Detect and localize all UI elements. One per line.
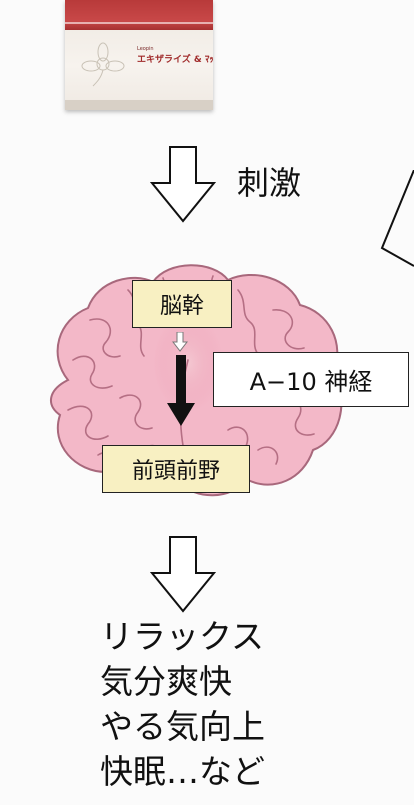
effect-item: 快眠…など [100,752,265,791]
down-arrow-icon [149,146,217,223]
effect-item: やる気向上 [100,707,265,746]
product-box-lid [65,0,213,30]
stimulus-label: 刺激 [237,164,302,202]
callout-pointer [380,170,414,267]
product-box-base [65,100,213,110]
flower-illustration-icon [81,42,125,87]
a10-nerve-label: A−10 神経 [213,352,409,407]
signal-arrow-icon [167,355,195,426]
brainstem-box: 脳幹 [132,280,232,328]
effect-item: リラックス [100,617,265,656]
small-down-arrow-icon [172,332,188,352]
product-box-image: Leopin エキザライズ & ﾏｯｸｽ [65,0,213,110]
product-name: エキザライズ & ﾏｯｸｽ [137,55,213,65]
product-brand: Leopin [137,46,154,52]
prefrontal-cortex-box: 前頭前野 [102,445,250,493]
effect-item: 気分爽快 [100,662,232,701]
effects-list: リラックス 気分爽快 やる気向上 快眠…など [100,614,310,794]
down-arrow-icon [149,536,217,613]
